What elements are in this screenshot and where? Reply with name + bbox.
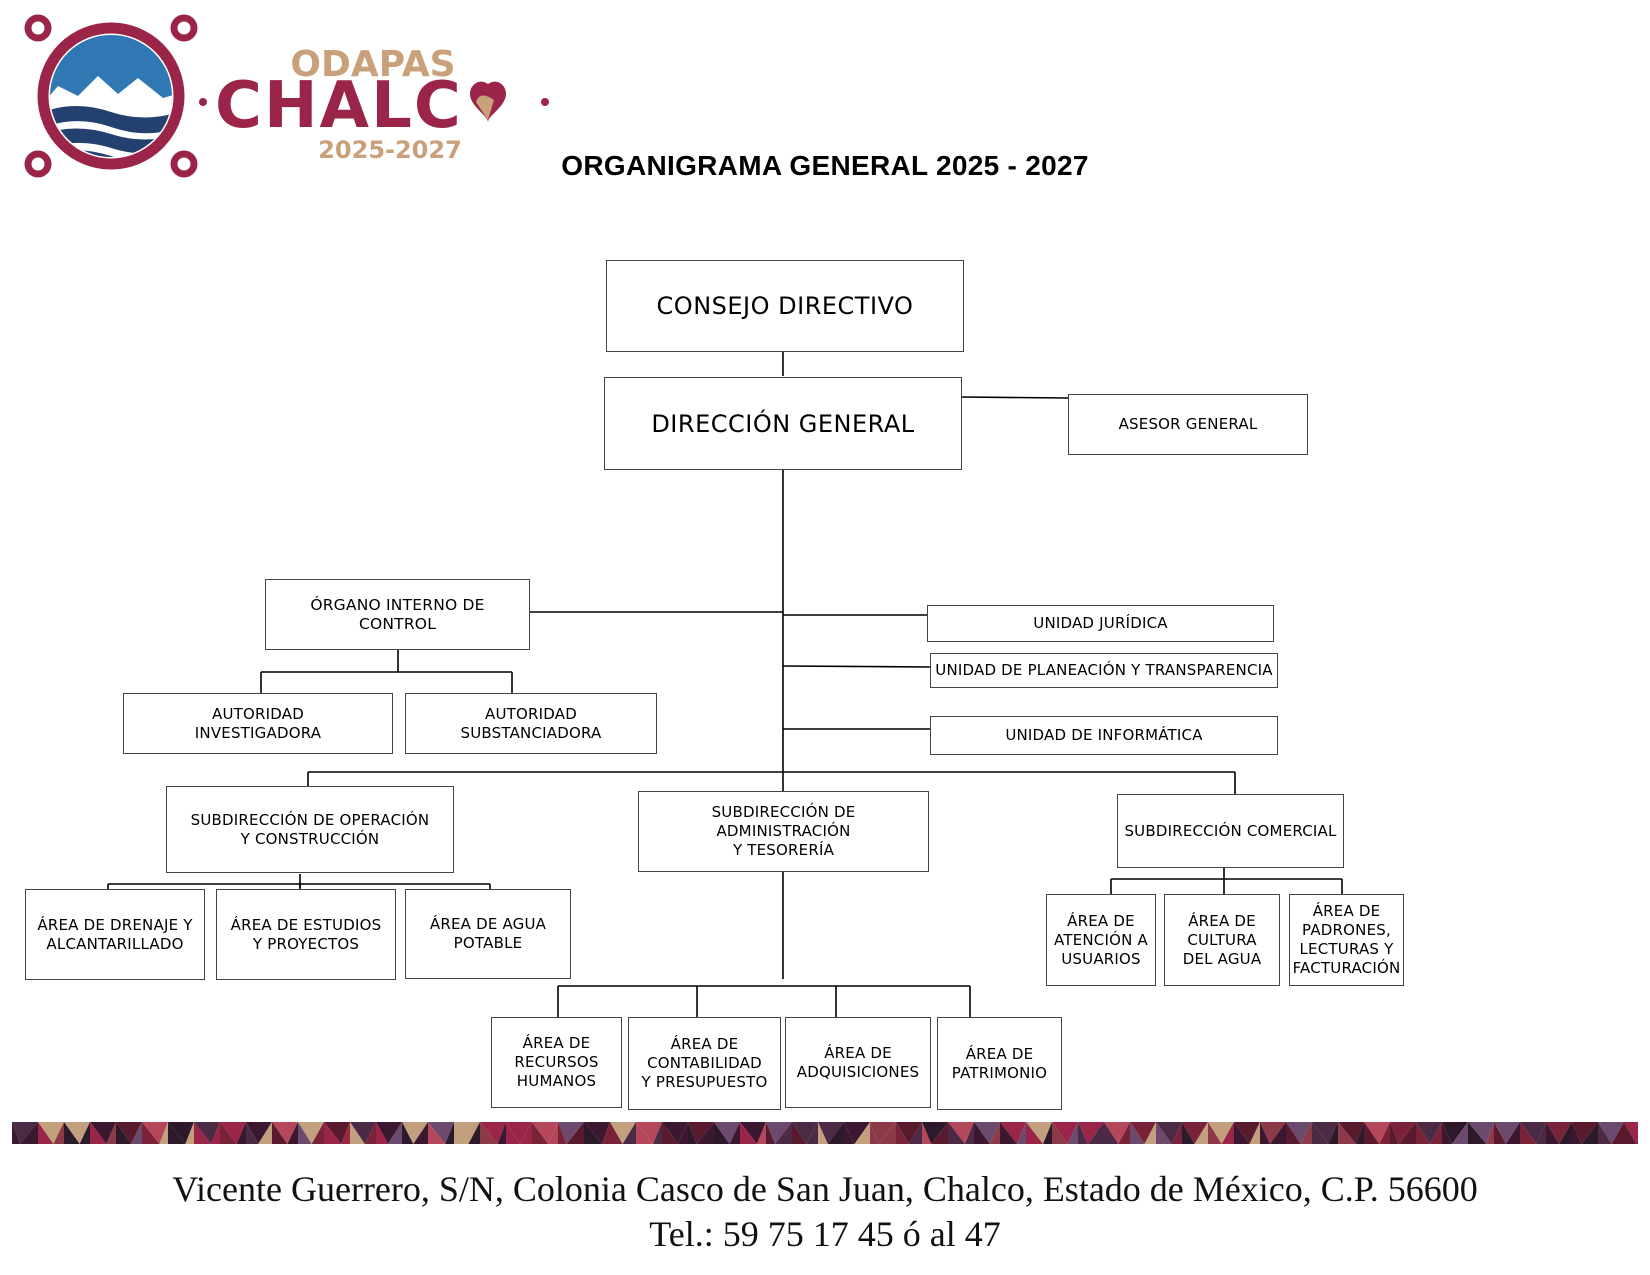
area-adquisiciones-box: ÁREA DE ADQUISICIONES (785, 1017, 931, 1108)
consejo-directivo-box: CONSEJO DIRECTIVO (606, 260, 964, 352)
decorative-banner (12, 1122, 1638, 1144)
logo-dot-right (541, 98, 549, 106)
logo-years: 2025-2027 (318, 136, 462, 164)
logo-dot-left (199, 98, 207, 106)
footer-phone: Tel.: 59 75 17 45 ó al 47 (649, 1214, 1001, 1254)
direccion-general-box: DIRECCIÓN GENERAL (604, 377, 962, 470)
subdireccion-administracion-box: SUBDIRECCIÓN DE ADMINISTRACIÓN Y TESORER… (638, 791, 929, 872)
area-agua-potable-box: ÁREA DE AGUA POTABLE (405, 889, 571, 979)
subdireccion-operacion-box: SUBDIRECCIÓN DE OPERACIÓN Y CONSTRUCCIÓN (166, 786, 454, 873)
autoridad-substanciadora-box: AUTORIDAD SUBSTANCIADORA (405, 693, 657, 754)
area-padrones-box: ÁREA DE PADRONES, LECTURAS Y FACTURACIÓN (1289, 894, 1404, 986)
logo-main-text: CHALC (215, 69, 463, 143)
unidad-planeacion-box: UNIDAD DE PLANEACIÓN Y TRANSPARENCIA (930, 653, 1278, 688)
autoridad-investigadora-box: AUTORIDAD INVESTIGADORA (123, 693, 393, 754)
area-contabilidad-box: ÁREA DE CONTABILIDAD Y PRESUPUESTO (628, 1017, 781, 1110)
page-title: ORGANIGRAMA GENERAL 2025 - 2027 (561, 150, 1089, 181)
area-cultura-agua-box: ÁREA DE CULTURA DEL AGUA (1164, 894, 1280, 986)
asesor-general-box: ASESOR GENERAL (1068, 394, 1308, 455)
subdireccion-comercial-box: SUBDIRECCIÓN COMERCIAL (1117, 794, 1344, 868)
unidad-informatica-box: UNIDAD DE INFORMÁTICA (930, 716, 1278, 755)
unidad-juridica-box: UNIDAD JURÍDICA (927, 605, 1274, 642)
organo-interno-control-box: ÓRGANO INTERNO DE CONTROL (265, 579, 530, 650)
area-recursos-humanos-box: ÁREA DE RECURSOS HUMANOS (491, 1017, 622, 1108)
logo-top-text: ODAPAS (290, 44, 455, 85)
footer-address: Vicente Guerrero, S/N, Colonia Casco de … (172, 1169, 1478, 1209)
area-atencion-usuarios-box: ÁREA DE ATENCIÓN A USUARIOS (1046, 894, 1156, 986)
odapas-chalco-logo: ODAPAS CHALC 2025-2027 (24, 14, 549, 178)
area-estudios-box: ÁREA DE ESTUDIOS Y PROYECTOS (216, 889, 396, 980)
area-drenaje-box: ÁREA DE DRENAJE Y ALCANTARILLADO (25, 889, 205, 980)
area-patrimonio-box: ÁREA DE PATRIMONIO (937, 1017, 1062, 1110)
logo-emblem (24, 14, 198, 178)
